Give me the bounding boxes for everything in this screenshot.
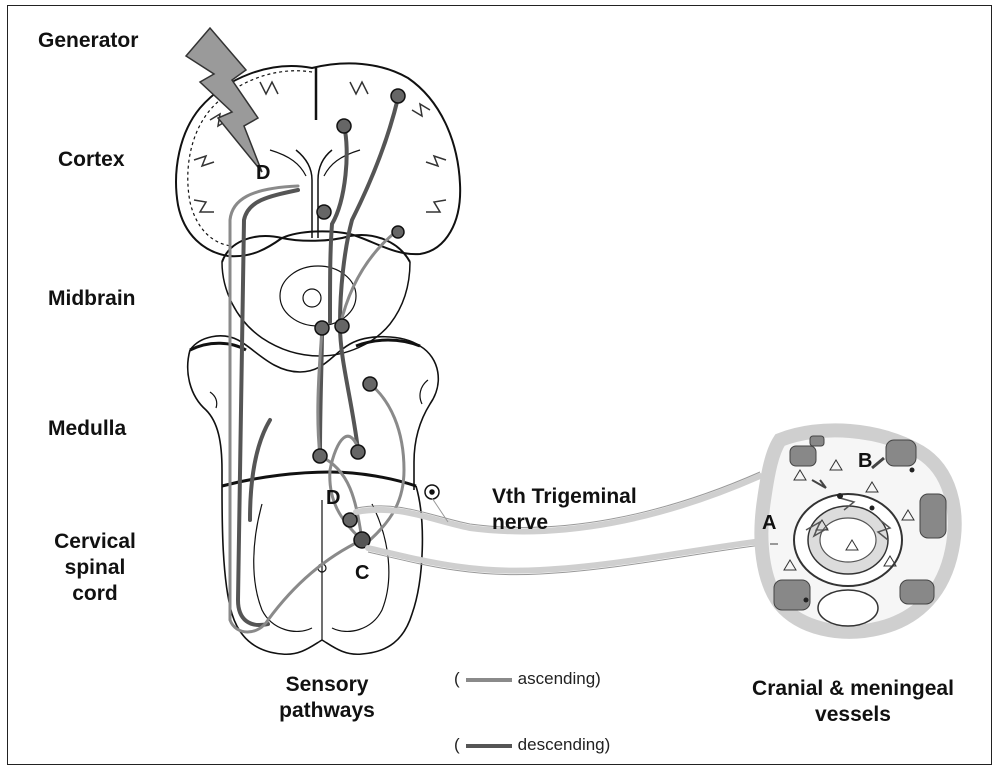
trigeminal-label-line1: Vth Trigeminal: [492, 484, 637, 510]
marker-d-spinal: D: [326, 487, 340, 510]
cranial-vessels-label: Cranial & meningeal vessels: [728, 676, 978, 728]
trigeminal-nerve-label: Vth Trigeminal nerve: [492, 484, 637, 536]
vessels-label-line1: Cranial & meningeal: [728, 676, 978, 702]
legend-descending: ( descending): [454, 735, 610, 755]
ascending-line-swatch: [466, 678, 512, 682]
midbrain-label: Midbrain: [48, 286, 136, 312]
descending-line-swatch: [466, 744, 512, 748]
cervical-label-line1: Cervical: [40, 529, 150, 555]
medulla-label: Medulla: [48, 416, 126, 442]
cervical-label-line3: cord: [40, 581, 150, 607]
trigeminal-label-line2: nerve: [492, 510, 637, 536]
legend-ascending-open: (: [454, 669, 460, 688]
marker-b-vessel: B: [858, 450, 872, 473]
cervical-spinal-cord-label: Cervical spinal cord: [40, 529, 150, 607]
generator-bolt-icon: [186, 28, 262, 172]
medulla-section: [188, 336, 439, 490]
sensory-pathways-label: Sensory pathways: [262, 672, 392, 724]
sensory-label-line2: pathways: [262, 698, 392, 724]
marker-d-cortex: D: [256, 162, 270, 185]
legend-descending-open: (: [454, 735, 460, 754]
vessels-label-line2: vessels: [728, 702, 978, 728]
cervical-label-line2: spinal: [40, 555, 150, 581]
marker-c-spinal: C: [355, 562, 369, 585]
legend-descending-text: descending): [518, 735, 611, 754]
midbrain-section: [222, 235, 410, 356]
generator-label: Generator: [38, 28, 138, 54]
cortex-label: Cortex: [58, 147, 125, 173]
marker-a-vessel: A: [762, 512, 776, 535]
sensory-label-line1: Sensory: [262, 672, 392, 698]
legend-ascending: ( ascending): [454, 669, 601, 689]
legend-ascending-text: ascending): [518, 669, 601, 688]
